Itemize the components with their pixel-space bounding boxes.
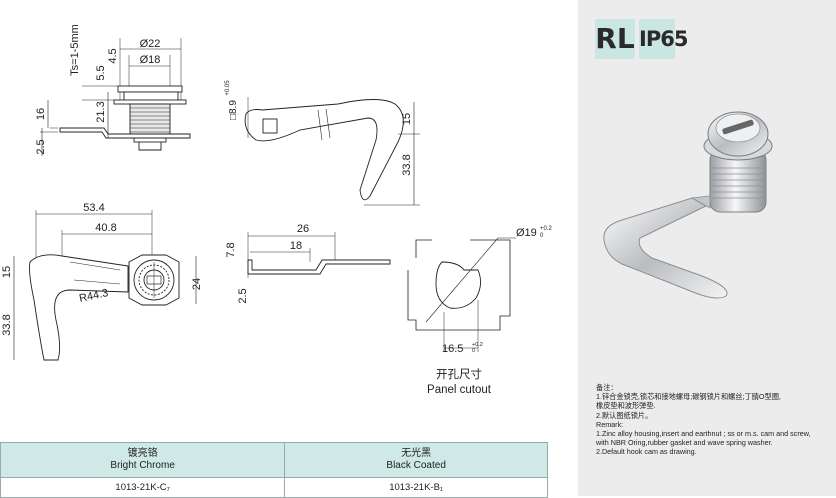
dim-24: 24 bbox=[191, 278, 203, 290]
side-view: □8.9 +0.05 15 33.8 bbox=[225, 80, 420, 206]
dim-53-4: 53.4 bbox=[83, 202, 104, 214]
dim-r44: R44.3 bbox=[78, 287, 109, 305]
finish-header-black: 无光黑 Black Coated bbox=[284, 442, 548, 478]
finish-chrome-en: Bright Chrome bbox=[110, 460, 175, 471]
cam-view: 26 18 7.8 2.5 bbox=[225, 223, 391, 304]
remarks-line1-cn: 1.锌合金锁壳,锁芯和接地螺母;碳钢锁片和螺丝;丁腈O型圈, bbox=[596, 392, 781, 402]
dim-d19-tol-bottom: 0 bbox=[540, 233, 544, 239]
dim-d19: Ø19 bbox=[516, 227, 537, 239]
remarks-title-cn: 备注： bbox=[596, 383, 618, 392]
technical-drawing: Ø22 Ø18 16 2.5 21.3 5.5 4.5 Ts=1-5mm bbox=[1, 24, 553, 361]
remarks-line3-cn: 2.默认图纸锁片。 bbox=[596, 410, 653, 420]
top-view: Ø22 Ø18 16 2.5 21.3 5.5 4.5 Ts=1-5mm bbox=[35, 24, 191, 156]
part-code-black: 1013-21K-B₁ bbox=[284, 477, 548, 498]
dim-5-5: 5.5 bbox=[95, 65, 107, 80]
dim-16-5: 16.5 bbox=[442, 343, 463, 355]
finish-black-cn: 无光黑 bbox=[401, 448, 432, 459]
dim-d22: Ø22 bbox=[140, 38, 161, 50]
dim-4-5: 4.5 bbox=[107, 48, 119, 63]
cutout-caption-en: Panel cutout bbox=[427, 384, 491, 396]
finish-table-row: 1013-21K-C₇ 1013-21K-B₁ bbox=[0, 477, 548, 498]
ip65-badge: IP65 bbox=[639, 19, 688, 59]
dim-16: 16 bbox=[35, 108, 47, 120]
cutout-caption-cn: 开孔尺寸 bbox=[436, 369, 482, 381]
dim-16-5-tol-top: +0.2 bbox=[472, 342, 483, 348]
dim-15: 15 bbox=[401, 113, 413, 125]
product-photo bbox=[603, 111, 773, 299]
panel-cutout-caption: 开孔尺寸 Panel cutout bbox=[404, 368, 514, 398]
dim-2-5-cam: 2.5 bbox=[237, 288, 249, 303]
finish-table: 镀亮铬 Bright Chrome 无光黑 Black Coated 1013-… bbox=[0, 442, 548, 498]
remarks-line1-en: 1.Zinc alloy housing,insert and earthnut… bbox=[596, 429, 811, 439]
finish-chrome-cn: 镀亮铬 bbox=[127, 448, 158, 459]
dim-d18: Ø18 bbox=[140, 54, 161, 66]
dim-15-front: 15 bbox=[1, 266, 13, 278]
dim-d19-tol-top: +0.2 bbox=[540, 226, 553, 232]
part-code-chrome: 1013-21K-C₇ bbox=[0, 477, 286, 498]
remarks-line2-en: with NBR Oring,rubber gasket and wave sp… bbox=[596, 438, 773, 448]
dim-2-5: 2.5 bbox=[35, 139, 47, 154]
remarks-line3-en: 2.Default hook cam as drawing. bbox=[596, 447, 697, 457]
dim-40-8: 40.8 bbox=[95, 222, 116, 234]
dim-18: 18 bbox=[290, 240, 302, 252]
finish-black-en: Black Coated bbox=[386, 460, 446, 471]
remarks: 备注： 1.锌合金锁壳,锁芯和接地螺母;碳钢锁片和螺丝;丁腈O型圈, 橡皮垫和波… bbox=[596, 383, 834, 457]
dim-26: 26 bbox=[297, 223, 309, 235]
finish-header-chrome: 镀亮铬 Bright Chrome bbox=[0, 442, 286, 478]
dim-7-8: 7.8 bbox=[225, 242, 237, 257]
dim-21-3: 21.3 bbox=[95, 101, 107, 122]
panel-cutout: Ø19 +0.2 0 16.5 +0.2 0 bbox=[407, 226, 553, 355]
finish-table-header: 镀亮铬 Bright Chrome 无光黑 Black Coated bbox=[0, 442, 548, 478]
dim-33-8: 33.8 bbox=[401, 154, 413, 175]
dim-square: □8.9 bbox=[228, 100, 239, 120]
dim-ts: Ts=1-5mm bbox=[69, 24, 81, 76]
dim-square-tol: +0.05 bbox=[225, 80, 231, 96]
remarks-line2-cn: 橡皮垫和波形弹垫. bbox=[596, 401, 656, 411]
dim-16-5-tol-bottom: 0 bbox=[472, 348, 475, 354]
front-view: 53.4 40.8 R44.3 15 33.8 24 bbox=[1, 202, 203, 361]
remarks-title-en: Remark: bbox=[596, 419, 624, 429]
dim-33-8-front: 33.8 bbox=[1, 314, 13, 335]
rl-badge: RL bbox=[595, 19, 635, 59]
